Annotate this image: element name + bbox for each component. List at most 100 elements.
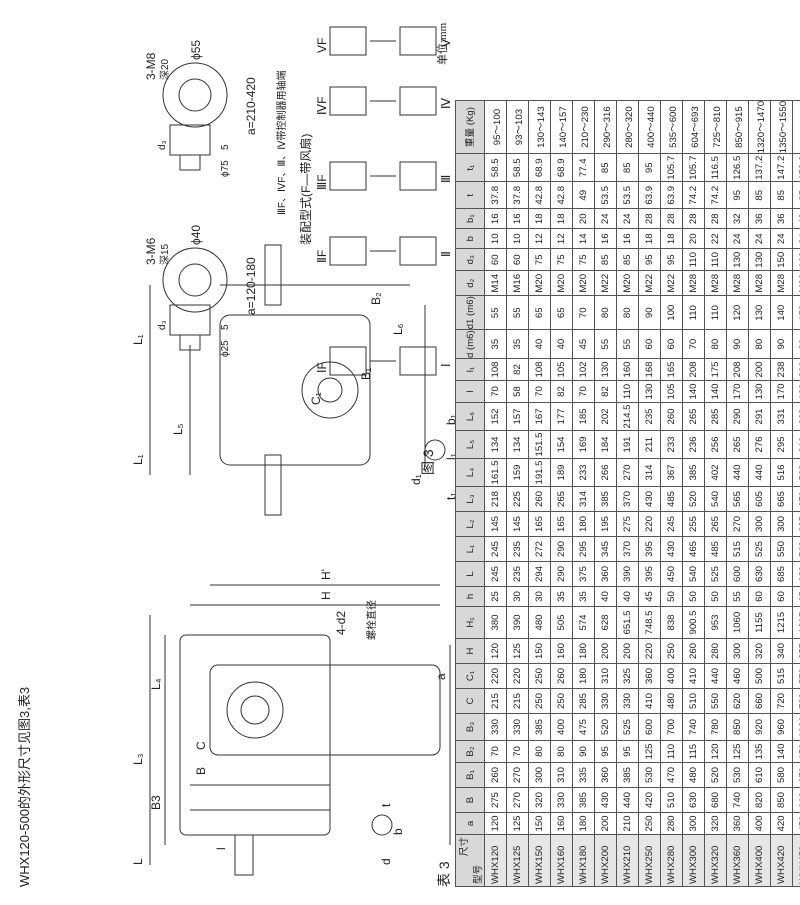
table-cell: 420 [770,812,793,835]
table-cell: 95 [726,181,749,209]
table-cell: 380 [484,606,507,639]
table-cell: 53.5 [616,181,639,209]
table-cell: 233 [572,458,595,487]
table-cell: 55 [594,329,617,359]
table-cell: M20 [528,270,551,296]
model-cell: WHX120 [484,834,507,887]
table-cell: 130 [748,380,771,403]
table-cell: 250 [638,812,661,835]
table-cell: 75 [572,248,595,271]
table-cell: 260 [528,486,551,512]
table-cell: 215 [506,688,529,714]
table-cell: 291 [748,402,771,431]
table-cell: 195 [594,511,617,537]
table-cell: 265 [726,430,749,459]
table-cell: 50 [682,586,705,607]
dim-label: L₁ [131,334,145,345]
model-cell: WHX360 [726,834,749,887]
table-cell: 60 [770,586,793,607]
model-cell: WHX210 [616,834,639,887]
table-cell: 125 [726,740,749,763]
table-cell: 140 [704,380,727,403]
table-cell: 450 [660,561,683,587]
table-cell: 191 [616,430,639,459]
table-cell: 18 [638,228,661,249]
table-cell: 516 [770,458,793,487]
table-cell: 36 [770,208,793,229]
table-cell: 520 [682,486,705,512]
table-cell: 150 [528,812,551,835]
assembly-sketches [329,26,437,376]
table-cell: 1155 [748,606,771,639]
table-corner-header: 尺寸 型号 [455,834,485,887]
table-cell: 16 [594,228,617,249]
model-cell: WHX400 [748,834,771,887]
table-cell: 80 [528,740,551,763]
table-cell: 35 [506,329,529,359]
assembly-label: Ⅰ [439,363,453,367]
table-cell: 450 [792,812,800,835]
table-cell: 275 [484,787,507,813]
table-cell: 85 [594,153,617,182]
table-cell: 1030 [792,713,800,741]
table-cell: 250 [528,663,551,689]
table-cell: 184 [594,430,617,459]
table-cell: 53.5 [594,181,617,209]
table-cell: 540 [704,486,727,512]
table-cell: 105.7 [660,153,683,182]
table-cell: 410 [638,688,661,714]
table-cell: 210 [616,812,639,835]
table-cell: 80 [550,740,573,763]
table-cell: 108 [484,358,507,381]
table-cell: 159 [506,458,529,487]
table-cell: 685 [770,561,793,587]
column-header: d (m6) [455,329,485,359]
table-cell: 430 [660,536,683,562]
model-cell: WHX320 [704,834,727,887]
table-cell: 470 [660,762,683,788]
table-cell: 485 [660,486,683,512]
table-cell: 580 [770,762,793,788]
dim-label: b₁ [444,414,458,425]
table-cell: 28 [704,208,727,229]
table-cell: 90 [638,295,661,330]
table-cell: 276 [748,430,771,459]
table-cell: 160 [550,638,573,664]
table-cell: 300 [748,511,771,537]
table-cell: 80 [616,295,639,330]
table-cell: 24 [726,228,749,249]
table-cell: 120 [484,638,507,664]
table-cell: 319 [792,430,800,459]
flange-caption: a=120-180 [244,257,258,315]
table-cell: 272 [528,536,551,562]
table-cell: 116.5 [704,153,727,182]
table-cell: 290 [550,536,573,562]
dim-label: L₄ [149,678,163,690]
table-cell: 49 [572,181,595,209]
table-cell: 900.5 [682,606,705,639]
table-cell: 80 [594,295,617,330]
table-cell: 70 [484,380,507,403]
table-cell: M20 [572,270,595,296]
table-cell: 85 [594,248,617,271]
table-cell: 200 [792,358,800,381]
table-cell: 80 [748,329,771,359]
table-cell: 395 [638,561,661,587]
table-cell: 700 [660,713,683,741]
column-header: H₁ [455,606,485,639]
table-cell: 16 [484,208,507,229]
column-header: d₂ [455,270,485,296]
table-cell: 233 [660,430,683,459]
table-cell: 1320～1470 [748,100,771,154]
dim-label: t [379,803,393,807]
model-cell: WHX125 [506,834,529,887]
table-cell: 125 [506,638,529,664]
table-cell: 285 [704,402,727,431]
table-cell: 520 [594,713,617,741]
table-cell: 60 [638,329,661,359]
table-cell: 400 [748,812,771,835]
table-cell: 385 [572,787,595,813]
table-cell: 260 [550,663,573,689]
table-cell: 208 [726,358,749,381]
